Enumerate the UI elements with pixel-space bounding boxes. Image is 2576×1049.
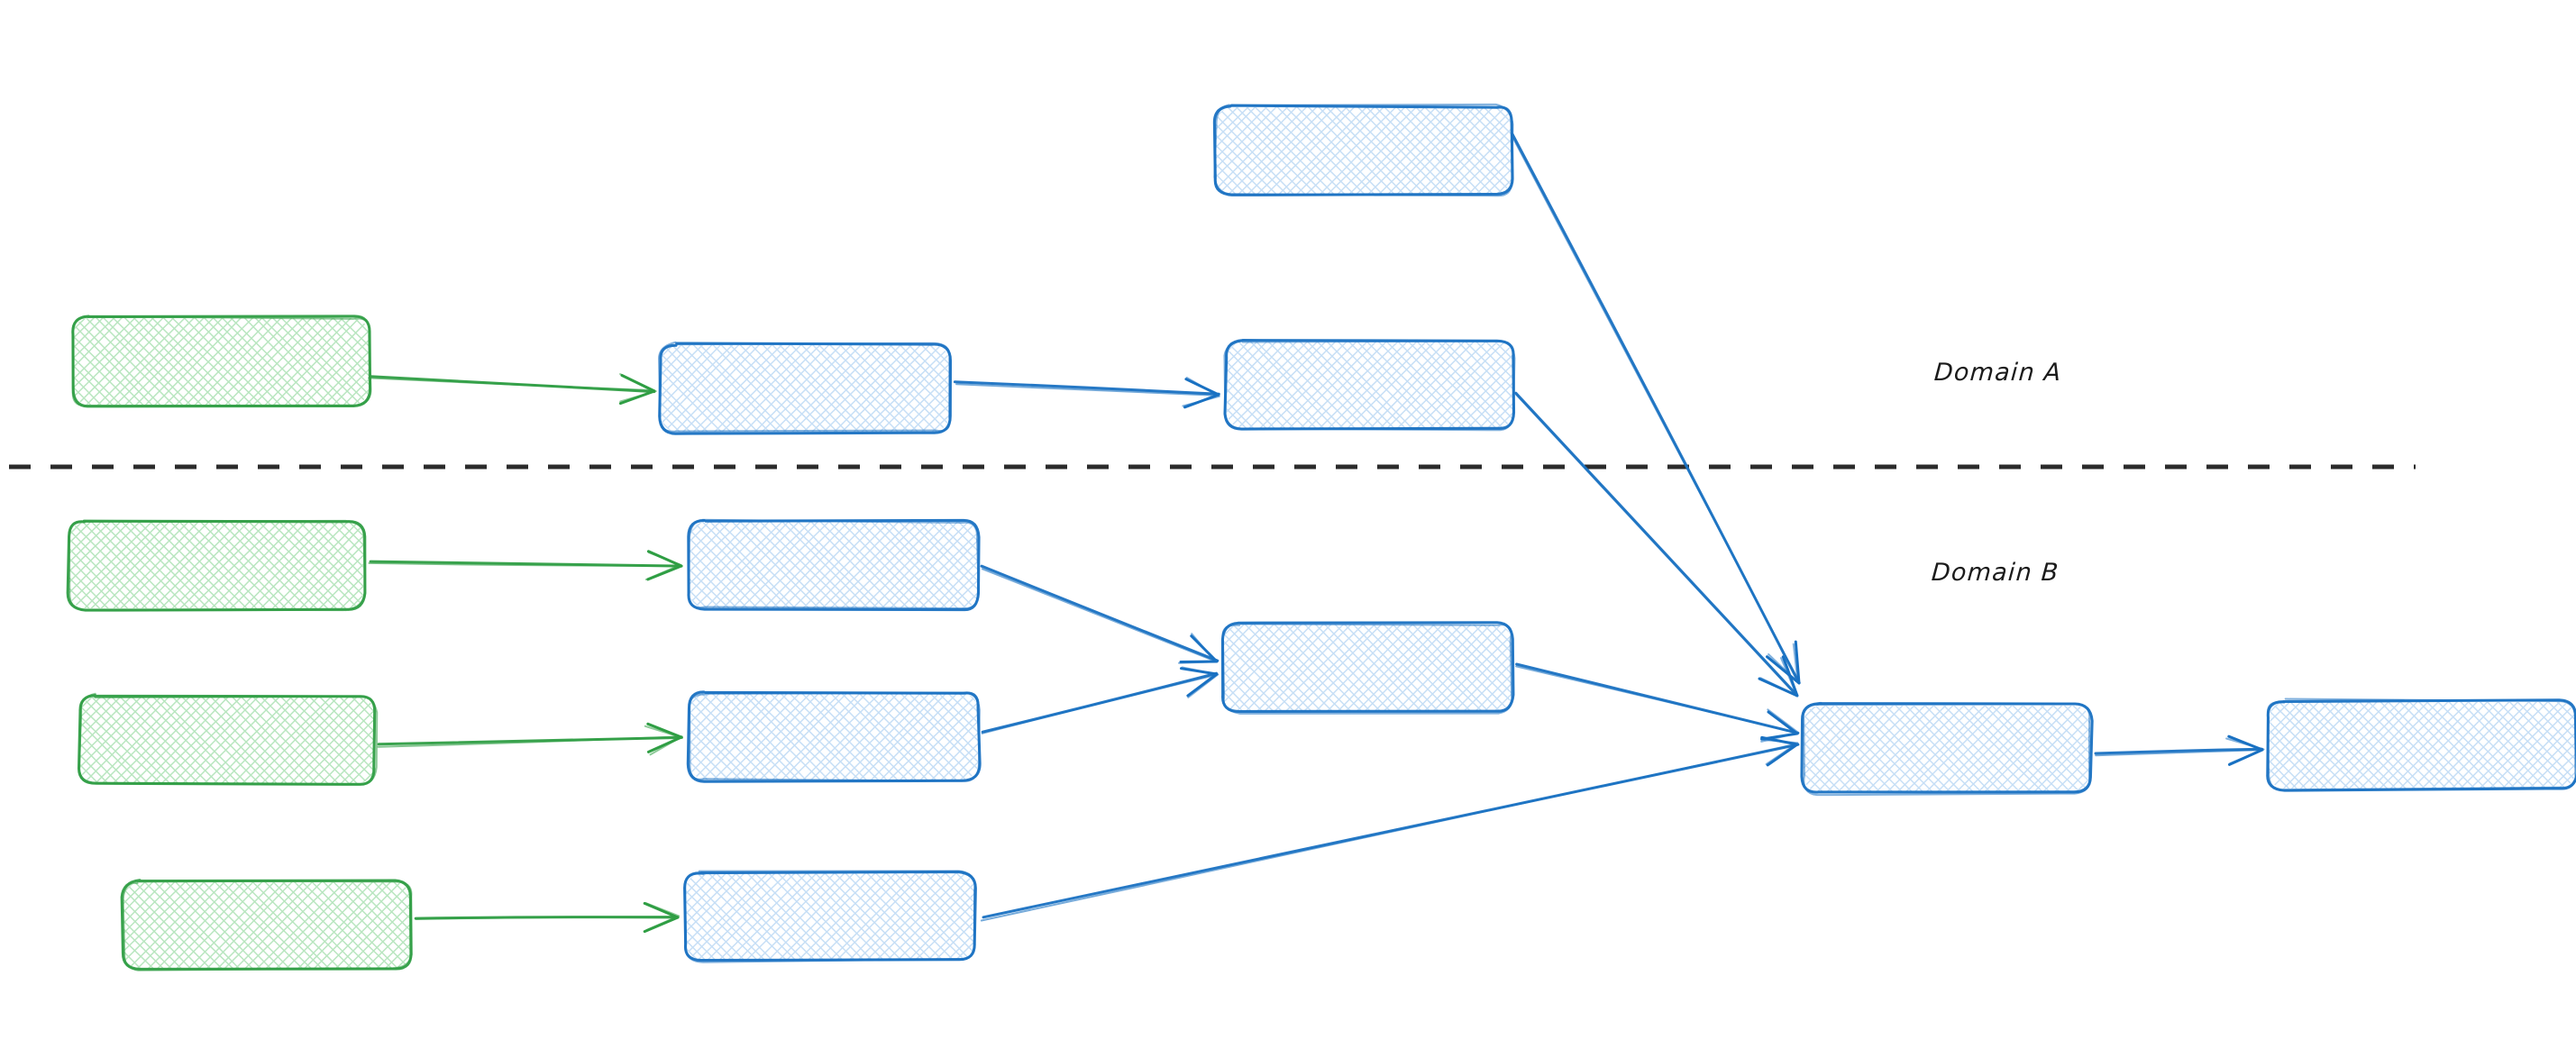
- node-b-merge[interactable]: [1099, 613, 1739, 722]
- edge-b-hub-to-b-sink[interactable]: [2094, 734, 2265, 766]
- edge-a-source-to-a-step1[interactable]: [368, 373, 657, 406]
- edge-a-step2-to-b-hub[interactable]: [1514, 391, 1799, 698]
- node-b-sink[interactable]: [2144, 690, 2576, 799]
- node-hit-a-step2[interactable]: [1226, 341, 1514, 429]
- node-hit-b-source1[interactable]: [69, 521, 364, 609]
- node-hit-b-step3[interactable]: [685, 872, 975, 961]
- node-b-source2[interactable]: [0, 686, 604, 795]
- node-b-source3[interactable]: [0, 871, 639, 981]
- edge-b-merge-to-b-hub[interactable]: [1515, 662, 1800, 743]
- node-hit-a-top[interactable]: [1215, 106, 1512, 195]
- node-a-step2[interactable]: [1102, 330, 1741, 439]
- edge-b-source1-to-b-step1[interactable]: [368, 550, 683, 581]
- label-domain-a: Domain A: [1932, 359, 2063, 387]
- node-hit-b-step2[interactable]: [689, 692, 979, 780]
- node-b-source1[interactable]: [0, 510, 593, 619]
- node-hit-b-merge[interactable]: [1222, 624, 1512, 712]
- node-b-step1[interactable]: [562, 511, 1204, 620]
- node-hit-a-source[interactable]: [72, 317, 370, 406]
- edge-b-step3-to-b-hub[interactable]: [980, 735, 1800, 922]
- edge-b-step2-to-b-merge[interactable]: [981, 666, 1219, 734]
- edge-a-step1-to-a-step2[interactable]: [953, 377, 1220, 409]
- node-b-step2[interactable]: [565, 682, 1205, 791]
- node-b-hub[interactable]: [1677, 694, 2317, 803]
- node-hit-b-step1[interactable]: [689, 521, 979, 609]
- node-hit-b-sink[interactable]: [2268, 701, 2576, 789]
- node-hit-b-hub[interactable]: [1803, 705, 2091, 793]
- edge-b-step1-to-b-merge[interactable]: [980, 564, 1219, 664]
- node-b-step3[interactable]: [562, 862, 1201, 971]
- label-domain-b: Domain B: [1930, 559, 2060, 587]
- edge-b-source3-to-b-step3[interactable]: [414, 901, 681, 934]
- edge-b-source2-to-b-step2[interactable]: [377, 722, 683, 756]
- node-hit-a-step1[interactable]: [660, 344, 950, 433]
- node-hit-b-source2[interactable]: [79, 696, 375, 784]
- node-a-source[interactable]: [0, 306, 598, 415]
- node-a-top[interactable]: [1092, 96, 1742, 205]
- node-a-step1[interactable]: [534, 333, 1176, 442]
- node-hit-b-source3[interactable]: [123, 881, 411, 970]
- edge-a-top-to-b-hub[interactable]: [1511, 132, 1801, 685]
